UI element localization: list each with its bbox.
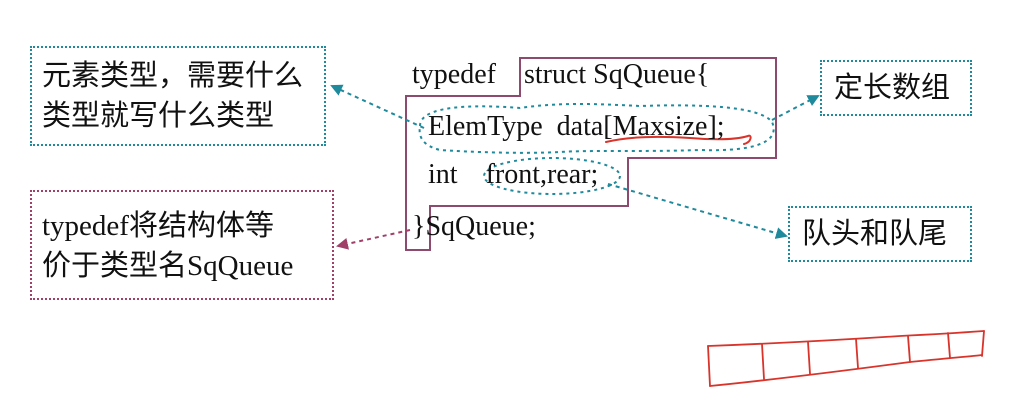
callout-typedef-note-line2: 价于类型名SqQueue — [42, 250, 294, 282]
code-typedef-keyword: typedef — [412, 59, 496, 90]
arrow-to-element-type — [330, 84, 425, 129]
front-rear-ellipse — [483, 157, 621, 195]
arrow-to-typedef-note — [336, 229, 411, 250]
code-line-closing: }SqQueue; — [412, 210, 536, 244]
code-line-data-member: ElemType data[Maxsize]; — [428, 110, 725, 144]
code-front-rear-declaration: front,rear; — [485, 159, 599, 190]
callout-front-rear-text: 队头和队尾 — [802, 218, 948, 250]
code-closing-typename: }SqQueue; — [412, 211, 536, 242]
code-int-keyword: int — [428, 159, 458, 190]
hand-drawn-array — [707, 330, 985, 387]
data-member-ellipse — [418, 103, 775, 154]
callout-typedef-note: typedef将结构体等 价于类型名SqQueue — [30, 190, 334, 300]
handwritten-underline — [605, 134, 752, 145]
callout-element-type: 元素类型，需要什么 类型就写什么类型 — [30, 46, 326, 146]
callout-fixed-array-text: 定长数组 — [834, 72, 951, 104]
code-elem-type: ElemType — [428, 111, 543, 142]
struct-outline — [405, 57, 777, 251]
callout-element-type-line1: 元素类型，需要什么 — [42, 60, 304, 92]
callout-element-type-line2: 类型就写什么类型 — [42, 100, 275, 132]
code-line-front-rear: int front,rear; — [428, 158, 598, 192]
code-line-typedef: typedef struct SqQueue{ — [412, 58, 709, 92]
code-data-declaration: data[Maxsize]; — [556, 111, 725, 142]
arrow-to-fixed-array — [771, 95, 820, 121]
code-struct-declaration: struct SqQueue{ — [523, 59, 710, 90]
arrow-to-front-rear — [607, 183, 788, 239]
callout-typedef-note-line1: typedef将结构体等 — [42, 210, 274, 242]
callout-fixed-array: 定长数组 — [820, 60, 972, 116]
callout-front-rear: 队头和队尾 — [788, 206, 972, 262]
